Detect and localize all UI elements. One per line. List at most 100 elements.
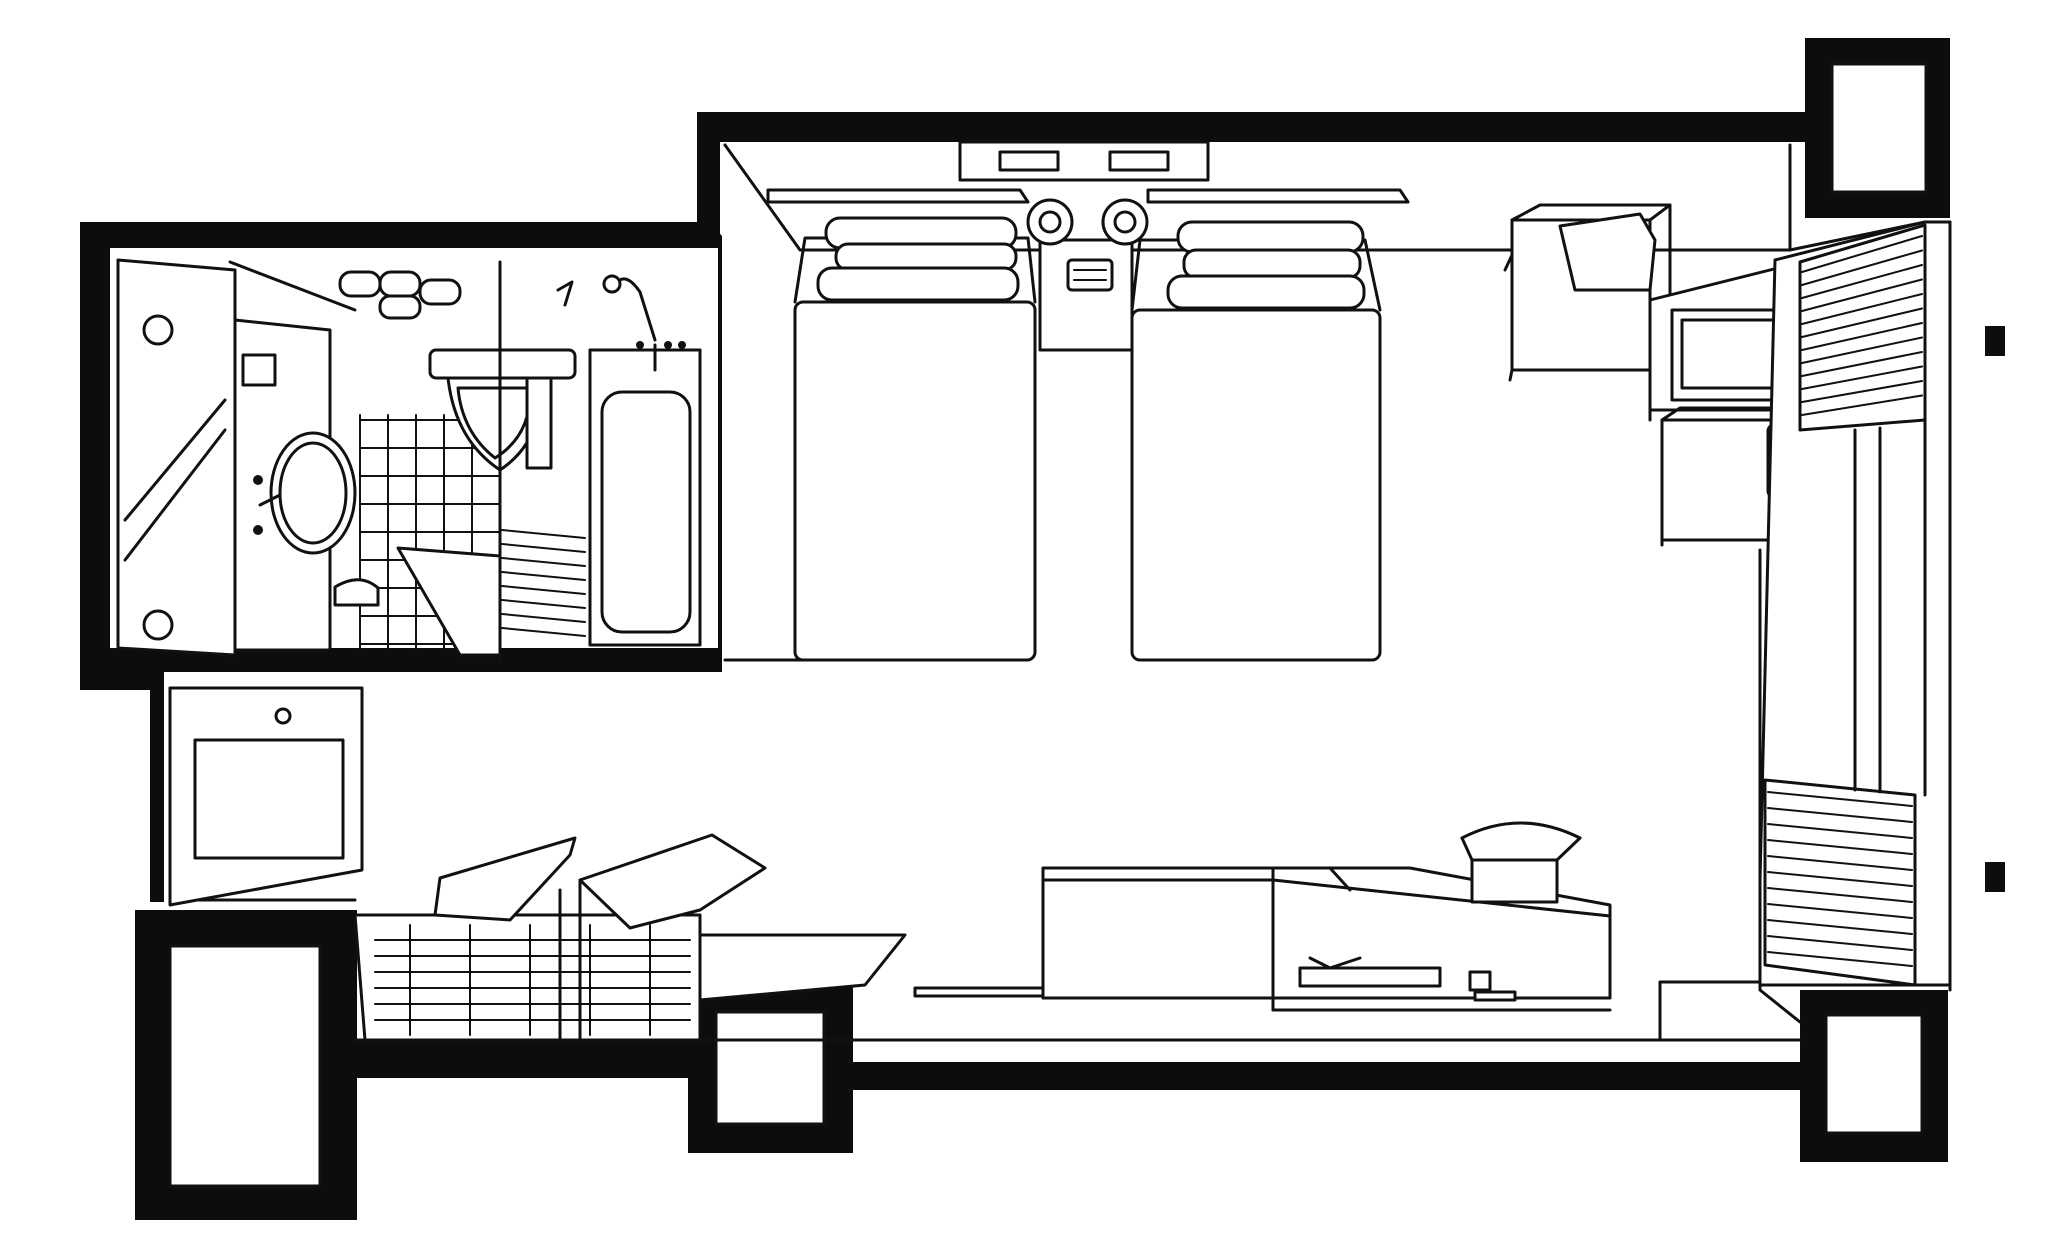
curtain-lower-folds xyxy=(1767,791,1913,967)
pillow-right-3 xyxy=(1176,220,1365,254)
pillar-top-right-core xyxy=(1830,62,1928,194)
curtain-fold-line xyxy=(1767,903,1913,919)
curtain-fold-line xyxy=(1801,307,1923,338)
right-wall-stub-lower xyxy=(1985,862,2005,892)
floor-strip xyxy=(913,986,1045,998)
nightstand-with-telephone xyxy=(1026,198,1149,352)
mattress-left xyxy=(793,300,1037,662)
curtain-fold-line xyxy=(1767,791,1913,807)
window-curtains xyxy=(1758,220,1952,992)
curtain-fold-line xyxy=(1801,394,1923,416)
shower-steps xyxy=(501,529,586,637)
closet-with-open-doors xyxy=(353,833,907,1042)
lamp-base-left xyxy=(1038,210,1062,234)
shower-valve xyxy=(556,280,574,307)
curtain-fold-line xyxy=(1767,839,1913,855)
shower-step xyxy=(501,571,586,581)
sink-basin xyxy=(278,441,348,545)
tissue-box-icon xyxy=(241,353,277,387)
towel-rack xyxy=(228,260,357,312)
door-viewer-icon xyxy=(274,707,292,725)
closet-rails xyxy=(374,924,691,1036)
shower-base xyxy=(396,546,502,657)
curtain-fold-line xyxy=(1801,293,1923,325)
curtain-fold-line xyxy=(1801,235,1923,273)
minibar-tag xyxy=(1473,990,1517,1002)
curtain-fold-line xyxy=(1767,951,1913,967)
headboard-left xyxy=(766,188,1030,204)
toilet-control-panel xyxy=(525,376,553,470)
wall-panel xyxy=(958,140,1210,182)
entry-mirror-glass xyxy=(193,738,345,860)
lamp-base-right xyxy=(1113,210,1137,234)
lamp-right xyxy=(1108,150,1170,172)
curtain-fold-line xyxy=(1767,935,1913,951)
pillow-right-2 xyxy=(1182,248,1362,280)
minibar-icon xyxy=(1468,970,1492,992)
headboard-right xyxy=(1146,188,1410,204)
nightstand xyxy=(1038,238,1134,352)
shower-step xyxy=(501,529,586,539)
curtain-fold-line xyxy=(1801,380,1923,403)
curtain-upper-folds xyxy=(1801,235,1923,416)
towel-roll-4 xyxy=(418,278,462,306)
pillow-left-2 xyxy=(834,242,1018,272)
shower-step xyxy=(501,557,586,567)
tv-screen xyxy=(1680,318,1782,390)
pillar-bottom-left-core xyxy=(168,944,322,1188)
kettle-box xyxy=(1470,858,1559,904)
entry-mirror xyxy=(168,686,364,907)
shower-step xyxy=(501,585,586,595)
curtain-fold-line xyxy=(1801,322,1923,351)
shower-step xyxy=(501,599,586,609)
luggage-rack-and-minibar xyxy=(1460,821,1582,904)
tray xyxy=(1298,966,1442,988)
pillow-right-1 xyxy=(1166,274,1366,310)
towel-roll-3 xyxy=(378,294,422,320)
curtain-lower xyxy=(1763,778,1917,987)
towel-roll-2 xyxy=(378,270,422,298)
closet-side-panel xyxy=(698,933,907,1002)
mirror-light-top xyxy=(142,314,174,346)
chair-cushion xyxy=(1558,212,1657,292)
twin-bed-right xyxy=(1130,188,1410,662)
curtain-fold-line xyxy=(1801,278,1923,312)
telephone-icon xyxy=(1066,258,1114,292)
closet-door-right xyxy=(578,833,767,930)
shower-step xyxy=(501,613,586,623)
toilet-tank xyxy=(428,348,577,380)
towel-roll-1 xyxy=(338,270,382,298)
closet-door-left xyxy=(433,836,577,922)
bidet-spray xyxy=(333,578,380,607)
curtain-fold-line xyxy=(1801,336,1923,364)
pillow-left-1 xyxy=(816,266,1020,302)
desk-chair xyxy=(1503,203,1672,382)
curtain-fold-line xyxy=(1767,807,1913,823)
curtain-fold-line xyxy=(1801,264,1923,299)
entry-left-wall xyxy=(150,672,164,902)
mirror-light-bottom xyxy=(142,609,174,641)
curtain-fold-line xyxy=(1767,823,1913,839)
bathroom xyxy=(116,258,702,662)
curtain-fold-line xyxy=(1767,855,1913,871)
shower-step xyxy=(501,543,586,553)
lamp-left xyxy=(998,150,1060,172)
curtain-fold-line xyxy=(1801,365,1923,390)
curtain-fold-line xyxy=(1767,919,1913,935)
right-wall-stub-upper xyxy=(1985,326,2005,356)
curtain-fold-line xyxy=(1767,871,1913,887)
curtain-fold-line xyxy=(1767,887,1913,903)
pillar-bottom-middle-core xyxy=(714,1010,826,1126)
dresser-body xyxy=(1041,866,1275,1000)
kettle-handle xyxy=(1460,821,1582,840)
wall-lamps xyxy=(958,140,1210,182)
shower-step xyxy=(501,627,586,637)
mattress-right xyxy=(1130,308,1382,662)
room-perspective-lines xyxy=(168,143,1927,1042)
curtain-fold-line xyxy=(1801,351,1923,377)
bathtub-basin xyxy=(600,390,692,634)
twin-bed-left xyxy=(766,188,1037,662)
curtain-fold-line xyxy=(1801,249,1923,286)
closet-interior xyxy=(353,913,702,1042)
